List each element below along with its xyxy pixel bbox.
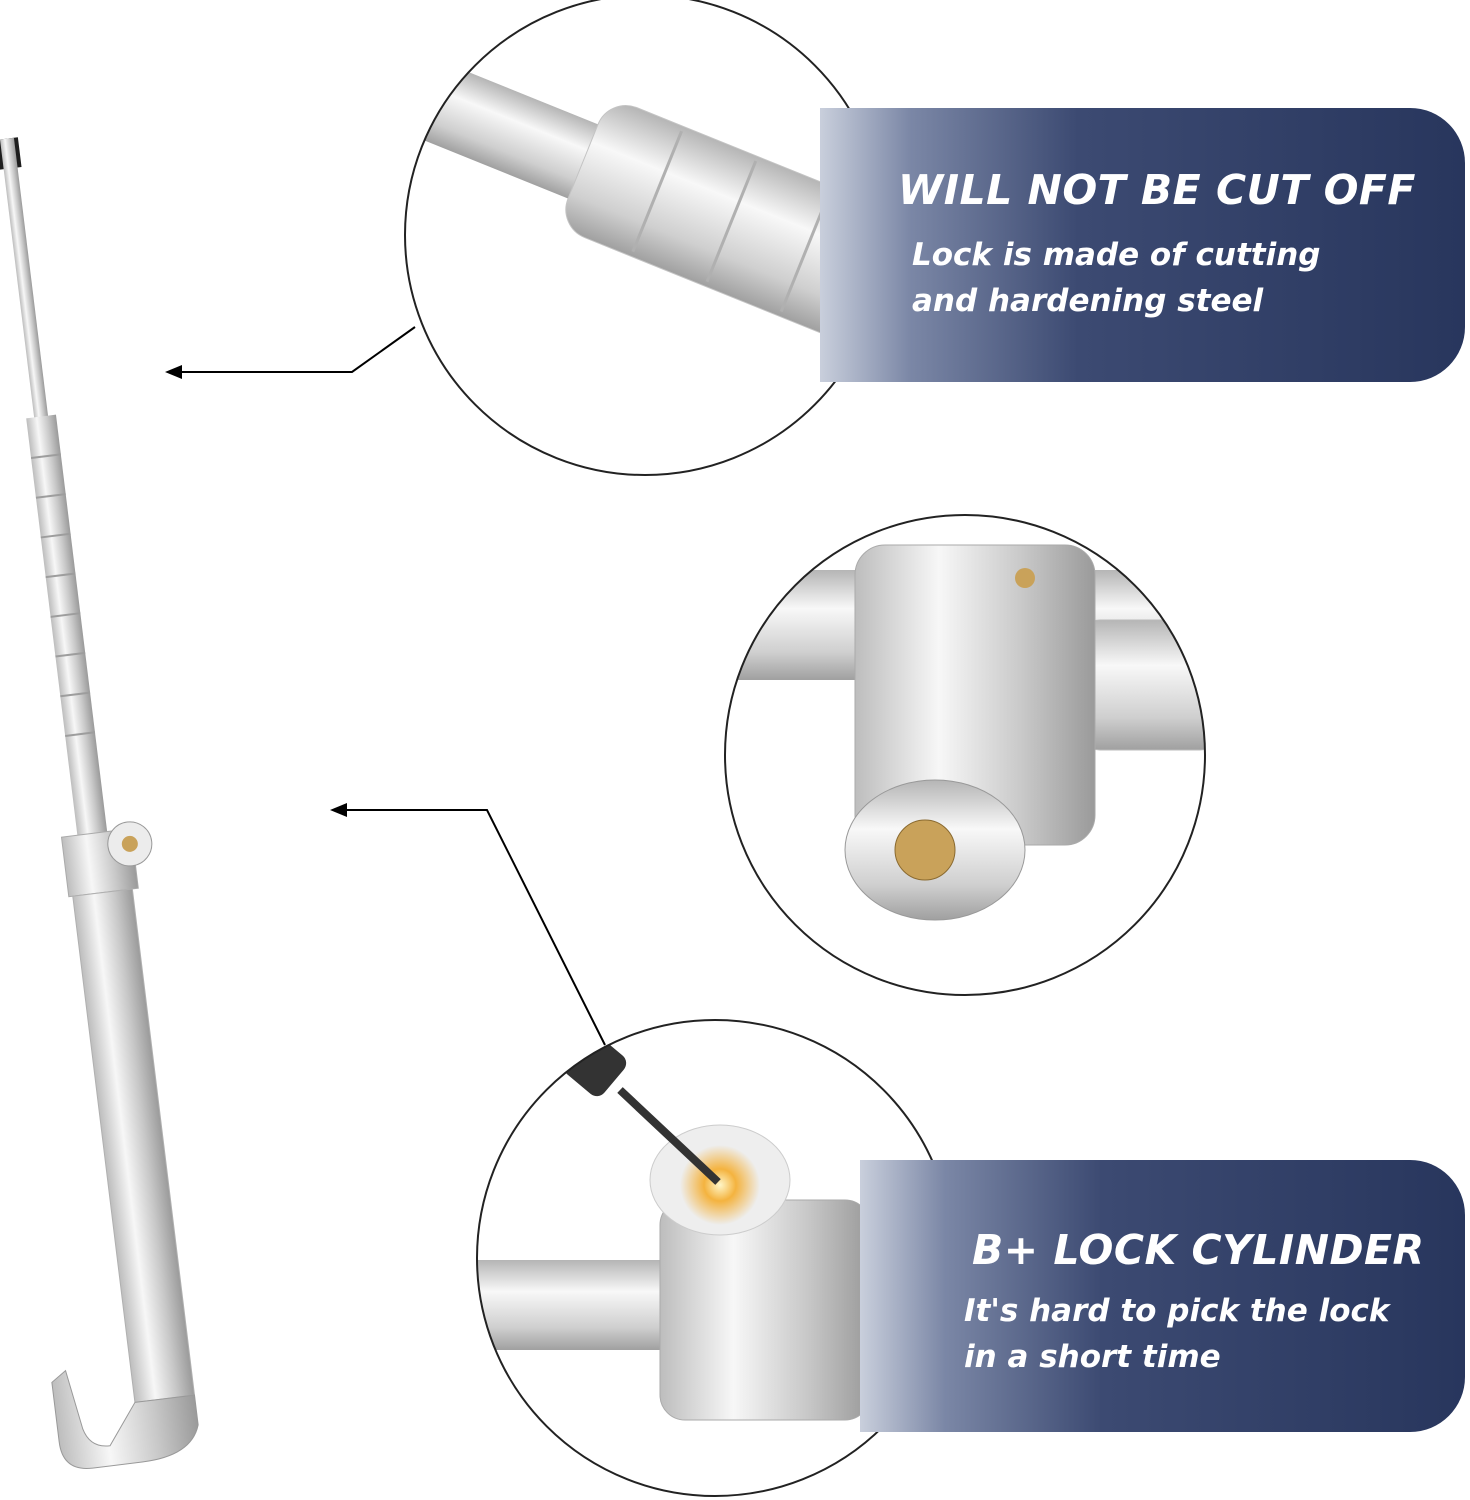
feature-line: and hardening steel bbox=[912, 283, 1264, 319]
feature-line: Lock is made of cutting bbox=[912, 237, 1321, 273]
feature-description: Lock is made of cutting and hardening st… bbox=[912, 232, 1320, 324]
feature-line: in a short time bbox=[964, 1339, 1221, 1375]
feature-banner-lock-cylinder: B+ LOCK CYLINDER It's hard to pick the l… bbox=[860, 1160, 1465, 1432]
arrow-head-icon bbox=[165, 365, 182, 379]
feature-title: WILL NOT BE CUT OFF bbox=[898, 166, 1416, 214]
feature-title: B+ LOCK CYLINDER bbox=[972, 1226, 1425, 1274]
arrow-head-icon bbox=[330, 803, 347, 817]
callout-arrows bbox=[180, 326, 606, 1046]
steering-lock-image bbox=[0, 137, 199, 1469]
detail-circle-cylinder bbox=[725, 515, 1205, 995]
feature-banner-cut-resistant: WILL NOT BE CUT OFF Lock is made of cutt… bbox=[820, 108, 1465, 382]
keyhole-icon bbox=[894, 819, 956, 881]
feature-description: It's hard to pick the lock in a short ti… bbox=[964, 1288, 1389, 1380]
feature-line: It's hard to pick the lock bbox=[964, 1293, 1390, 1329]
